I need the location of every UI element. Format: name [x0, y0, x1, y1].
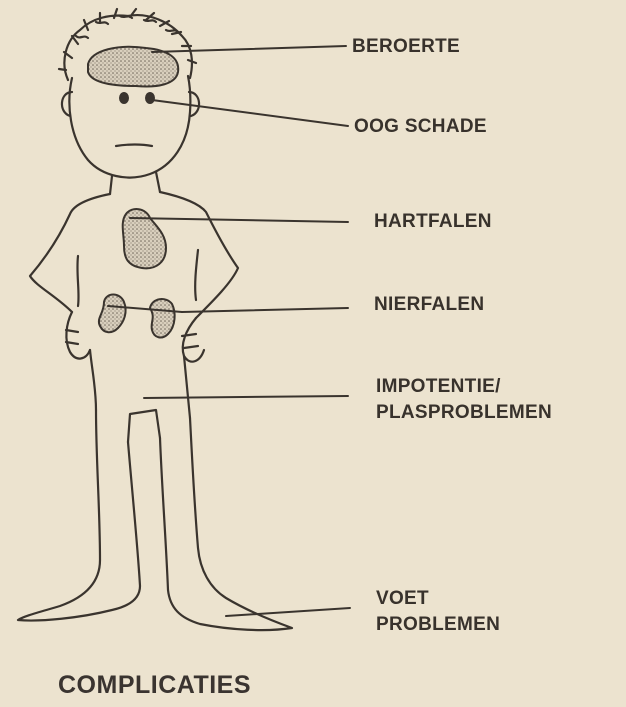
left-eye	[119, 92, 129, 104]
label-stroke: BEROERTE	[352, 35, 460, 59]
label-kidney-failure: NIERFALEN	[374, 293, 484, 317]
left-hand	[66, 312, 90, 359]
right-eye	[145, 92, 155, 104]
right-hand	[182, 318, 204, 362]
label-eye-damage: OOG SCHADE	[354, 115, 487, 139]
leader-line-kidney-right	[182, 308, 348, 312]
label-impotence-line1: IMPOTENTIE/	[376, 375, 501, 399]
left-leg	[18, 410, 140, 621]
label-impotence-line2: PLASPROBLEMEN	[376, 401, 552, 425]
crotch	[128, 410, 160, 442]
kidney-left-organ	[99, 295, 126, 333]
torso-left	[30, 194, 110, 312]
waist-left	[90, 350, 96, 410]
mouth	[116, 145, 152, 147]
torso-right	[160, 192, 238, 318]
leader-line-eye	[152, 100, 348, 126]
right-leg	[160, 418, 292, 630]
left-inner-arm	[77, 256, 78, 306]
label-heart-failure: HARTFALEN	[374, 210, 492, 234]
leader-line-stroke	[152, 46, 346, 52]
label-foot-line1: VOET	[376, 587, 429, 611]
label-foot-line2: PROBLEMEN	[376, 613, 500, 637]
leader-line-heart	[130, 218, 348, 222]
kidney-right-organ	[150, 299, 175, 337]
right-inner-arm	[195, 250, 198, 300]
head	[69, 76, 190, 178]
diagram-caption: COMPLICATIES	[58, 671, 251, 700]
brain-organ	[88, 47, 178, 87]
waist-right	[184, 356, 190, 418]
leader-line-impotence	[144, 396, 348, 398]
